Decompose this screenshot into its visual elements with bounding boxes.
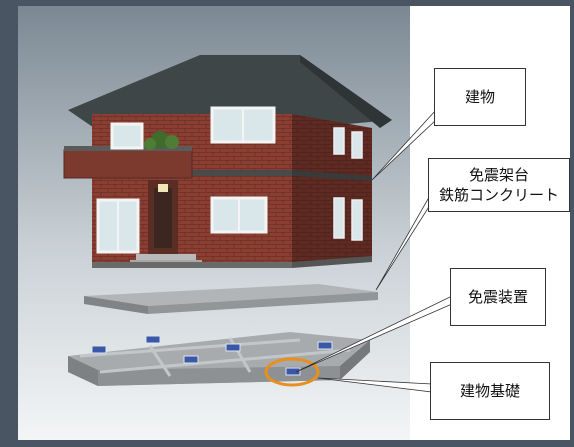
label-isolation-platform: 免震架台 鉄筋コンクリート — [428, 158, 570, 212]
isolator-pad — [145, 335, 161, 344]
label-isolation-device: 免震装置 — [450, 268, 546, 326]
leader-lines — [295, 108, 453, 393]
label-building: 建物 — [434, 68, 526, 126]
window-upper-left — [110, 122, 144, 150]
isolator-pad — [91, 345, 107, 354]
isolator-highlight-ring — [264, 357, 320, 387]
isolator-pad — [225, 343, 241, 352]
label-isolation-platform-line2: 鉄筋コンクリート — [438, 186, 559, 204]
balcony — [63, 149, 193, 179]
house-building — [63, 55, 392, 268]
label-isolation-platform-line1: 免震架台 — [468, 166, 529, 184]
isolation-platform-slab — [84, 284, 378, 314]
isolator-pad — [285, 367, 301, 376]
isolator-pad — [183, 355, 199, 364]
building-foundation — [68, 332, 370, 387]
roof — [68, 55, 392, 132]
label-building-foundation: 建物基礎 — [430, 362, 550, 420]
isolator-pad — [317, 341, 333, 350]
entrance-steps — [136, 254, 196, 260]
isolator-pads — [91, 335, 333, 376]
